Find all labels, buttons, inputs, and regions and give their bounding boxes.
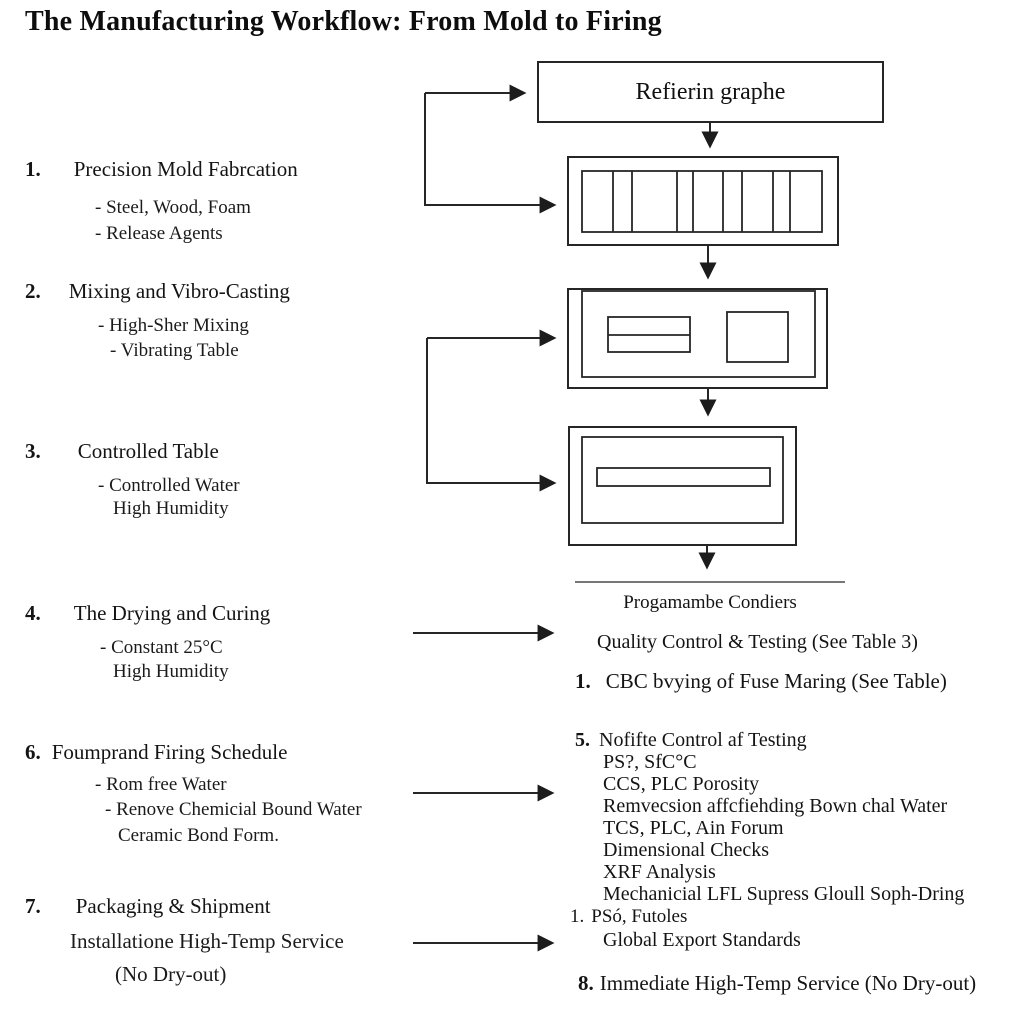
step-7-heading: 7. Packaging & Shipment	[25, 894, 271, 919]
step-6-subline: - Renove Chemicial Bound Water	[105, 799, 362, 820]
step-4-subline: High Humidity	[113, 661, 229, 682]
drying-chamber-diagram	[568, 426, 797, 546]
note-text: CBC bvying of Fuse Maring (See Table)	[605, 669, 947, 693]
page-title: The Manufacturing Workflow: From Mold to…	[25, 6, 662, 37]
step-1-subline: - Release Agents	[95, 223, 223, 244]
section-5-line: Dimensional Checks	[603, 839, 770, 861]
step-2-subline: - Vibrating Table	[110, 340, 239, 361]
section-5-line: Remvecsion affcfiehding Bown chal Water	[603, 795, 948, 817]
step-3-subline: High Humidity	[113, 498, 229, 519]
step-title: Controlled Table	[77, 439, 219, 463]
step-number: 1.	[25, 157, 41, 181]
step-7-subline: (No Dry-out)	[115, 962, 227, 986]
section-5-heading: 5. Nofifte Control af Testing	[575, 729, 807, 752]
segmented-mold-diagram	[567, 156, 839, 246]
step-3-subline: - Controlled Water	[98, 475, 240, 496]
step-number: 3.	[25, 439, 41, 463]
step-6-heading: 6. Foumprand Firing Schedule	[25, 740, 287, 765]
arrow-to-drying-diagram	[426, 338, 557, 492]
section-5-line: PS?, SfC°C	[603, 751, 697, 773]
note-text: Immediate High-Temp Service (No Dry-out)	[599, 971, 977, 995]
note-number: 1.	[570, 906, 585, 927]
step-3-heading: 3. Controlled Table	[25, 439, 219, 464]
step-2-heading: 2. Mixing and Vibro-Casting	[25, 279, 290, 304]
note-number: 1.	[575, 669, 591, 693]
step-2-subline: - High-Sher Mixing	[98, 315, 249, 336]
step-1-heading: 1. Precision Mold Fabrcation	[25, 157, 298, 182]
step-7-subline: Installatione High-Temp Service	[70, 929, 344, 953]
step-title: Precision Mold Fabrcation	[73, 157, 298, 181]
casting-table-diagram	[567, 288, 828, 389]
step-title: Foumprand Firing Schedule	[51, 740, 288, 764]
step-6-subline: - Rom free Water	[95, 774, 227, 795]
step-title: The Drying and Curing	[73, 601, 271, 625]
section-5-line: TCS, PLC, Ain Forum	[603, 817, 784, 839]
section-5-line: CCS, PLC Porosity	[603, 773, 760, 795]
step-title: Mixing and Vibro-Casting	[68, 279, 290, 303]
step-number: 6.	[25, 740, 41, 764]
futoles-note: 1. PSó, Futoles	[570, 906, 687, 928]
step-number: 2.	[25, 279, 41, 303]
note-number: 5.	[575, 729, 590, 751]
step-4-heading: 4. The Drying and Curing	[25, 601, 270, 626]
step-6-subline: Ceramic Bond Form.	[118, 825, 279, 846]
quality-control-note: Quality Control & Testing (See Table 3)	[597, 631, 918, 653]
reference-box-label: Refierin graphe	[635, 78, 786, 105]
note-number: 8.	[578, 971, 594, 995]
step-title: Packaging & Shipment	[75, 894, 271, 918]
step-1-subline: - Steel, Wood, Foam	[95, 197, 251, 218]
item-8-note: 8. Immediate High-Temp Service (No Dry-o…	[578, 971, 976, 996]
note-text: Nofifte Control af Testing	[599, 729, 807, 751]
step-4-subline: - Constant 25°C	[100, 637, 223, 658]
global-export-note: Global Export Standards	[603, 929, 801, 951]
section-5-line: Mechanicial LFL Supress Gloull Soph-Drin…	[603, 883, 965, 905]
step-number: 4.	[25, 601, 41, 625]
section-5-line: XRF Analysis	[603, 861, 716, 883]
step-number: 7.	[25, 894, 41, 918]
diagram-caption: Progamambe Condiers	[623, 592, 797, 613]
cbc-note: 1. CBC bvying of Fuse Maring (See Table)	[575, 669, 947, 694]
section-5-lines: PS?, SfC°C CCS, PLC Porosity Remvecsion …	[603, 751, 964, 905]
arrow-to-mold-diagram	[424, 93, 557, 214]
note-text: PSó, Futoles	[591, 906, 688, 927]
